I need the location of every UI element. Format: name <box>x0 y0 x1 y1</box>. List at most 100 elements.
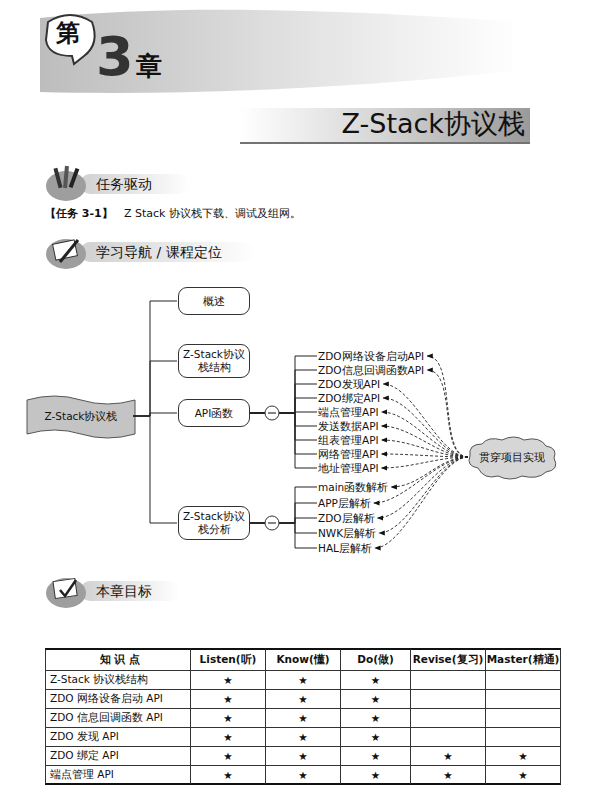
table-text: ZDO 网络设备启动 API <box>50 692 163 706</box>
dashed-arrow <box>374 457 468 503</box>
table-cell: ★ <box>190 746 266 766</box>
task-text: Z Stack 协议栈下载、调试及组网。 <box>124 208 301 221</box>
root-flag: Z-Stack协议栈 <box>25 392 137 440</box>
section-heading: 学习导航 / 课程定位 <box>96 244 222 260</box>
topic-box: 概述 <box>178 287 250 315</box>
rating-star: ★ <box>371 712 380 724</box>
dashed-arrow <box>391 457 468 487</box>
table-cell: ★ <box>190 689 266 709</box>
dashed-arrow <box>383 398 468 457</box>
tree-line <box>250 523 317 548</box>
tree-line <box>250 413 317 454</box>
dashed-arrow <box>382 412 468 457</box>
table-cell: ZDO 发现 API <box>45 727 191 747</box>
table-text: 知 识 点 <box>100 653 140 667</box>
subtopic-item: ZDO发现API <box>318 376 380 392</box>
rating-star: ★ <box>371 693 380 705</box>
tree-line <box>250 413 317 468</box>
tree-line <box>250 503 317 523</box>
table-text: Master(精通) <box>487 653 560 667</box>
tree-line <box>250 384 317 413</box>
table-cell: ★ <box>485 765 561 785</box>
subtopic-item: ZDO绑定API <box>318 390 380 406</box>
subtopic-item: main函数解析 <box>318 479 388 495</box>
node-text: ZDO绑定API <box>318 392 380 405</box>
table-header-cell: 知 识 点 <box>45 648 191 671</box>
tree-line <box>250 412 317 413</box>
table-text: Know(懂) <box>276 653 329 667</box>
subtopic-item: ZDO层解析 <box>318 510 375 526</box>
rating-star: ★ <box>371 674 380 686</box>
table-text: ZDO 信息回调函数 API <box>50 711 163 725</box>
table-header-cell: Listen(听) <box>190 648 266 671</box>
table-cell: ★ <box>265 746 341 766</box>
rating-star: ★ <box>298 674 307 686</box>
node-text: ZDO发现API <box>318 378 380 391</box>
dashed-arrow <box>427 370 468 457</box>
table-cell: ZDO 网络设备启动 API <box>45 689 191 709</box>
collapse-circle <box>265 406 279 420</box>
rating-star: ★ <box>223 750 232 762</box>
dashed-arrow <box>382 440 468 457</box>
dashed-arrow <box>379 457 468 533</box>
rating-star: ★ <box>371 731 380 743</box>
subtopic-item: 网络管理API <box>318 446 379 462</box>
topic-box: API函数 <box>178 399 250 427</box>
rating-star: ★ <box>298 712 307 724</box>
node-text: Z-Stack协议栈 <box>45 410 118 423</box>
tree-line <box>250 523 317 533</box>
tree-line <box>133 416 177 523</box>
table-cell <box>485 670 561 690</box>
node-text: 组表管理API <box>318 434 379 447</box>
heading-pill <box>80 174 190 194</box>
rating-star: ★ <box>223 674 232 686</box>
table-cell <box>485 708 561 728</box>
rating-star: ★ <box>298 693 307 705</box>
heading-pill <box>80 242 255 262</box>
cloud-outline <box>469 437 556 479</box>
table-cell: Z-Stack 协议栈结构 <box>45 670 191 690</box>
table-header-cell: Do(做) <box>340 648 411 671</box>
table-text: Revise(复习) <box>413 653 484 667</box>
rating-star: ★ <box>371 750 380 762</box>
node-text: ZDO信息回调函数API <box>318 364 424 377</box>
table-text: Do(做) <box>357 653 394 667</box>
table-text: Z-Stack 协议栈结构 <box>50 673 148 687</box>
tree-line <box>133 413 177 416</box>
heading-pill <box>80 581 180 601</box>
table-text: ZDO 发现 API <box>50 730 119 744</box>
tree-line <box>250 487 317 523</box>
task-icon <box>46 166 86 201</box>
rating-star: ★ <box>223 712 232 724</box>
table-text: 端点管理 API <box>50 768 114 782</box>
subtopic-item: 发送数据API <box>318 418 379 434</box>
node-text: 概述 <box>203 295 225 308</box>
table-cell: ZDO 信息回调函数 API <box>45 708 191 728</box>
table-cell: ★ <box>265 689 341 709</box>
goal-icon <box>46 578 86 608</box>
tree-line <box>250 356 317 413</box>
table-text: Listen(听) <box>200 653 257 667</box>
table-cell: ★ <box>190 708 266 728</box>
chapter-badge <box>46 15 95 64</box>
tree-line <box>250 398 317 413</box>
guide-icon <box>46 239 86 269</box>
project-cloud: 贯穿项目实现 <box>464 434 560 480</box>
table-cell <box>410 727 486 747</box>
node-text: 网络管理API <box>318 448 379 461</box>
table-cell: ★ <box>410 746 486 766</box>
table-cell: ★ <box>340 746 411 766</box>
chapter-prefix: 第 <box>56 20 80 48</box>
chapter-title: Z-Stack协议栈 <box>341 106 525 142</box>
table-text: ZDO 绑定 API <box>50 749 119 763</box>
topic-box: Z-Stack协议栈结构 <box>178 344 250 378</box>
node-text: APP层解析 <box>318 497 371 510</box>
table-cell <box>485 689 561 709</box>
task-number: 【任务 3-1】 <box>45 208 113 221</box>
table-cell <box>410 689 486 709</box>
table-header-cell: Revise(复习) <box>410 648 486 671</box>
table-cell: ★ <box>190 727 266 747</box>
subtopic-item: HAL层解析 <box>318 540 372 556</box>
dashed-arrow <box>427 356 468 457</box>
